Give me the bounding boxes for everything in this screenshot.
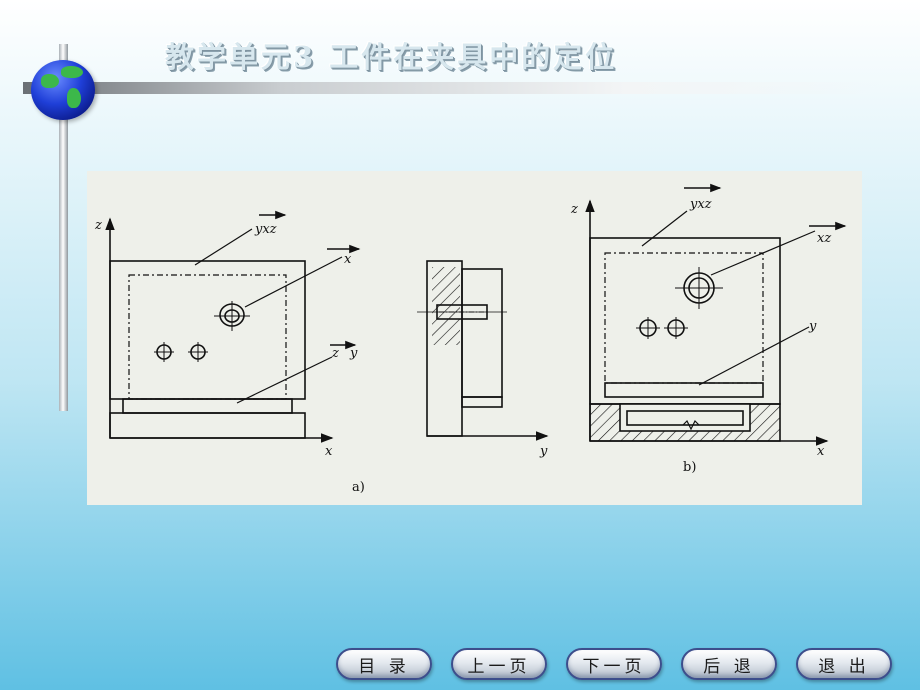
next-page-button[interactable]: 下一页 bbox=[566, 648, 662, 680]
contents-button[interactable]: 目 录 bbox=[336, 648, 432, 680]
view-b bbox=[585, 183, 847, 446]
page-title: 教学单元3 工件在夹具中的定位 bbox=[165, 40, 618, 74]
globe-icon bbox=[31, 60, 95, 120]
z-axis-label-b: z bbox=[570, 202, 578, 217]
prev-page-button[interactable]: 上一页 bbox=[451, 648, 547, 680]
horizontal-rule bbox=[23, 82, 883, 94]
label-x-a: x bbox=[344, 252, 352, 267]
label-y-b: y bbox=[808, 319, 817, 334]
label-xz-b: xz bbox=[817, 231, 831, 246]
y-axis-label-side: y bbox=[539, 444, 548, 459]
caption-a: a) bbox=[352, 480, 365, 495]
caption-b: b) bbox=[683, 460, 696, 475]
label-y-a: y bbox=[349, 346, 358, 361]
fixture-diagram: z x yxz x z y a) y bbox=[94, 183, 847, 495]
back-button[interactable]: 后 退 bbox=[681, 648, 777, 680]
z-axis-label-a: z bbox=[94, 218, 102, 233]
side-view bbox=[417, 260, 549, 441]
exit-button[interactable]: 退 出 bbox=[796, 648, 892, 680]
x-axis-label-b: x bbox=[817, 444, 825, 459]
label-z-a: z bbox=[331, 346, 339, 361]
vertical-rule bbox=[59, 44, 68, 411]
figure-panel: z x yxz x z y a) y bbox=[87, 171, 862, 505]
label-yxz-b: yxz bbox=[689, 197, 712, 212]
x-axis-label-a: x bbox=[325, 444, 333, 459]
view-a bbox=[105, 210, 361, 443]
label-yxz-a: yxz bbox=[254, 222, 277, 237]
